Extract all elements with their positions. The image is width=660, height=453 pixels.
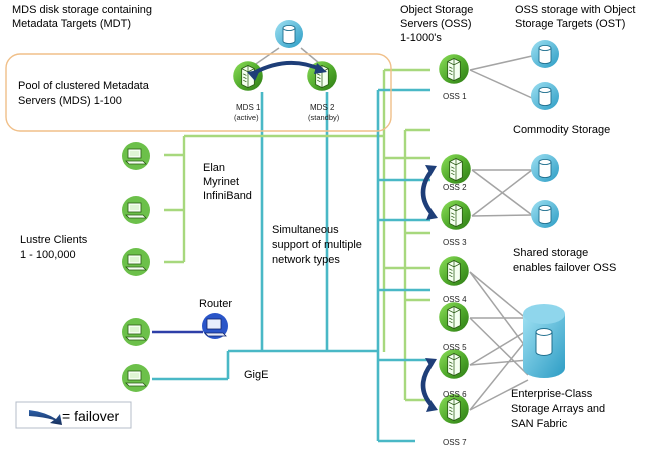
mds2-name: MDS 2 (310, 103, 335, 112)
ost3-disk-icon (530, 153, 560, 183)
enterprise-label-line3: SAN Fabric (511, 418, 568, 430)
network-links (152, 47, 533, 443)
oss2-label: OSS 2 (443, 183, 467, 192)
oss3-server-icon (440, 199, 472, 231)
client1-workstation-icon (121, 141, 151, 171)
oss1-label: OSS 1 (443, 92, 467, 101)
mds1-state: (active) (234, 113, 259, 122)
enterprise-label-line2: Storage Arrays and (511, 403, 605, 415)
clients-label-line2: 1 - 100,000 (20, 249, 76, 261)
enterprise-label-line1: Enterprise-Class (511, 388, 593, 400)
multi-network-label-line3: network types (272, 254, 340, 266)
failover-legend: = failover (15, 401, 132, 429)
mds1-name: MDS 1 (236, 103, 261, 112)
mds-pool-box (5, 53, 392, 132)
oss4-label: OSS 4 (443, 295, 467, 304)
failover-arrow-icon (29, 410, 62, 425)
network-label-elan: Elan (203, 162, 225, 174)
client4-workstation-icon (121, 317, 151, 347)
oss2-oss3-failover-arrow-icon (420, 165, 438, 220)
oss3-label: OSS 3 (443, 238, 467, 247)
ost-label-line1: OSS storage with Object (515, 4, 635, 16)
legend-label: = failover (62, 408, 120, 424)
oss-label-line2: Servers (OSS) (400, 18, 472, 30)
oss4-server-icon (438, 255, 470, 287)
ost4-disk-icon (530, 199, 560, 229)
oss6-oss7-failover-arrow-icon (420, 358, 438, 412)
oss6-server-icon (438, 348, 470, 380)
ost1-disk-icon (530, 39, 560, 69)
clients-label-line1: Lustre Clients (20, 234, 88, 246)
oss6-label: OSS 6 (443, 390, 467, 399)
mds-failover-arrow-icon (247, 60, 327, 81)
router-label: Router (199, 298, 232, 310)
router-icon (202, 313, 228, 339)
client2-workstation-icon (121, 195, 151, 225)
mdt-disk-icon (274, 19, 304, 49)
oss7-label: OSS 7 (443, 438, 467, 447)
commodity-storage-label: Commodity Storage (513, 124, 610, 136)
shared-storage-label-line1: Shared storage (513, 247, 588, 259)
network-label-myrinet: Myrinet (203, 176, 239, 188)
oss2-server-icon (440, 153, 472, 185)
mdt-label-line1: MDS disk storage containing (12, 4, 152, 16)
gige-label: GigE (244, 369, 268, 381)
multi-network-label-line2: support of multiple (272, 239, 362, 251)
shared-storage-label-line2: enables failover OSS (513, 262, 616, 274)
oss-label-line3: 1-1000's (400, 32, 442, 44)
multi-network-label-line1: Simultaneous (272, 224, 339, 236)
oss1-server-icon (438, 53, 470, 85)
pool-label-line2: Servers (MDS) 1-100 (18, 95, 122, 107)
client5-workstation-icon (121, 363, 151, 393)
oss5-label: OSS 5 (443, 343, 467, 352)
pool-label-line1: Pool of clustered Metadata (18, 80, 150, 92)
oss-label-line1: Object Storage (400, 4, 473, 16)
mds1-server-icon (232, 60, 264, 92)
client3-workstation-icon (121, 247, 151, 277)
ost2-disk-icon (530, 81, 560, 111)
mds2-state: (standby) (308, 113, 340, 122)
mdt-label-line2: Metadata Targets (MDT) (12, 18, 131, 30)
oss5-server-icon (438, 301, 470, 333)
san-storage-array-icon (522, 303, 566, 379)
ost-label-line2: Storage Targets (OST) (515, 18, 625, 30)
network-label-infiniband: InfiniBand (203, 190, 252, 202)
